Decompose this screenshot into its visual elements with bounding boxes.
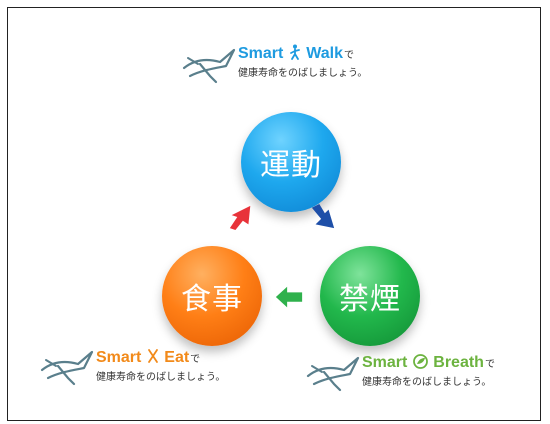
bird-logo-icon xyxy=(182,48,236,84)
breath-message: 健康寿命をのばしましょう。 xyxy=(362,377,492,388)
exercise-circle: 運動 xyxy=(241,112,341,212)
diet-label: 食事 xyxy=(181,282,243,317)
walk-message: 健康寿命をのばしましょう。 xyxy=(238,68,368,79)
smoking-circle: 禁煙 xyxy=(320,246,420,346)
leaf-icon xyxy=(412,354,428,369)
diet-circle: 食事 xyxy=(162,246,262,346)
bird-logo-icon xyxy=(306,356,360,392)
breath-suffix: で xyxy=(484,359,495,370)
eat-suffix: で xyxy=(190,354,201,365)
smart-label: Smart xyxy=(96,349,142,366)
tagline-eat: Smart Eatで 健康寿命をのばしましょう。 xyxy=(96,348,225,383)
tagline-breath: Smart Breathで 健康寿命をのばしましょう。 xyxy=(362,354,495,388)
eat-message: 健康寿命をのばしましょう。 xyxy=(96,372,226,383)
tagline-walk: Smart Walkで 健康寿命をのばしましょう。 xyxy=(238,44,367,79)
smoking-label: 禁煙 xyxy=(339,282,401,317)
fork-knife-icon xyxy=(147,349,158,363)
smart-label: Smart xyxy=(362,354,408,371)
diagram-frame: Smart Walkで 健康寿命をのばしましょう。 運動 食事 禁煙 Smart xyxy=(7,7,541,421)
walk-suffix: で xyxy=(344,50,355,61)
exercise-label: 運動 xyxy=(260,148,322,183)
arrow-icon-diet-to-exercise xyxy=(229,205,251,230)
walker-icon xyxy=(289,44,300,60)
walk-keyword: Walk xyxy=(306,45,344,62)
smart-label: Smart xyxy=(238,45,284,62)
breath-keyword: Breath xyxy=(433,354,484,371)
arrow-icon-exercise-to-smoking xyxy=(311,204,335,229)
bird-logo-icon xyxy=(40,350,94,386)
eat-keyword: Eat xyxy=(164,349,190,366)
arrow-icon-smoking-to-diet xyxy=(275,286,303,308)
